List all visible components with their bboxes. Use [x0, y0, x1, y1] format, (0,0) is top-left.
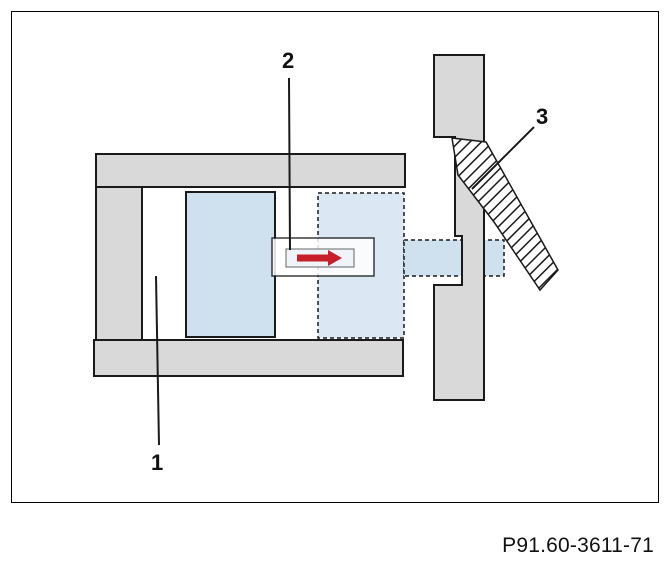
leader-line-3 — [471, 126, 535, 190]
callout-2: 2 — [282, 48, 294, 73]
figure-reference-code: P91.60-3611-71 — [502, 534, 654, 557]
housing-top-wall — [95, 153, 406, 188]
rod-extended-position — [403, 239, 505, 277]
callout-1: 1 — [151, 450, 163, 475]
leader-line-2 — [288, 77, 291, 251]
housing-bottom-wall — [93, 339, 404, 377]
direction-arrow-head — [328, 250, 342, 266]
diagram-frame — [11, 11, 659, 503]
bracket-plate — [433, 54, 485, 401]
callout-3: 3 — [536, 104, 548, 129]
leader-line-1 — [155, 275, 160, 446]
piston — [185, 191, 276, 338]
hatched-lever — [451, 137, 559, 292]
housing-left-wall — [95, 186, 143, 341]
